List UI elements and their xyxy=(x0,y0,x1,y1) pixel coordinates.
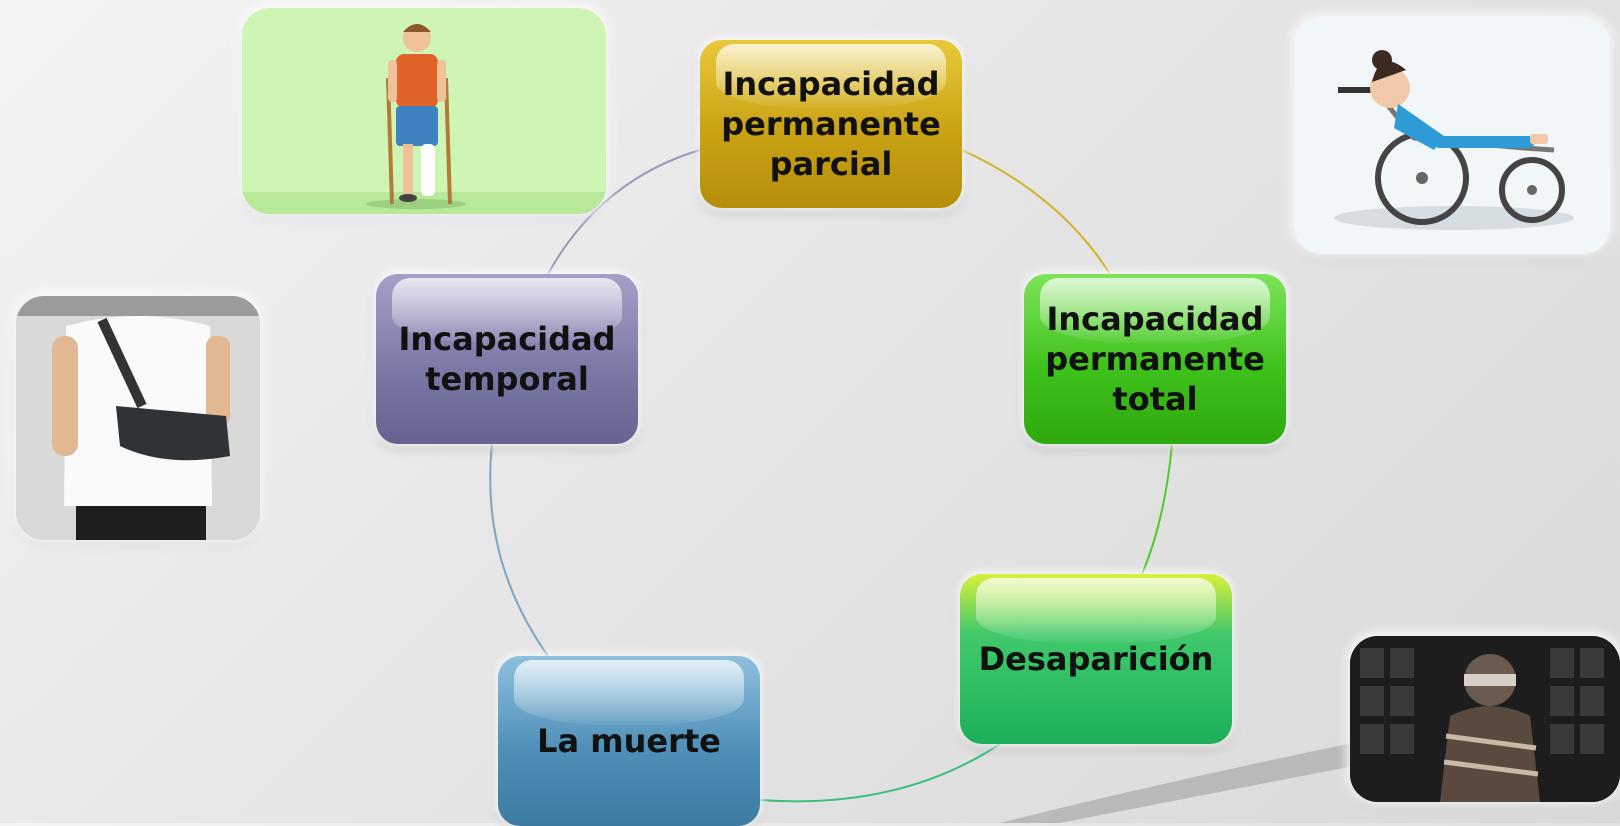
crutches-image-card xyxy=(242,8,606,214)
node-incapacidad-temporal: Incapacidad temporal xyxy=(376,274,638,444)
connector-parcial-total xyxy=(961,149,1111,275)
node-label: Incapacidad temporal xyxy=(398,320,616,398)
person-in-wheelchair-icon xyxy=(1334,50,1574,230)
arm-sling-icon xyxy=(16,296,260,540)
node-label: Incapacidad permanente total xyxy=(1045,300,1265,418)
node-desaparicion: Desaparición xyxy=(960,574,1232,744)
node-incapacidad-permanente-parcial: Incapacidad permanente parcial xyxy=(700,40,962,208)
wheelchair-image-card xyxy=(1294,18,1610,254)
bound-person-photo-icon xyxy=(1350,636,1620,802)
person-with-crutches-icon xyxy=(242,24,606,214)
node-la-muerte: La muerte xyxy=(498,656,760,826)
bound-person-image-card xyxy=(1350,636,1620,802)
connector-desaparicion-muerte xyxy=(759,743,1001,803)
node-label: La muerte xyxy=(537,722,721,760)
connector-temporal-parcial xyxy=(547,149,701,275)
node-incapacidad-permanente-total: Incapacidad permanente total xyxy=(1024,274,1286,444)
node-label: Incapacidad permanente parcial xyxy=(721,65,941,183)
connector-total-desaparicion xyxy=(1141,443,1173,575)
arm-sling-image-card xyxy=(16,296,260,540)
connector-muerte-temporal xyxy=(489,443,549,657)
node-label: Desaparición xyxy=(978,640,1214,678)
